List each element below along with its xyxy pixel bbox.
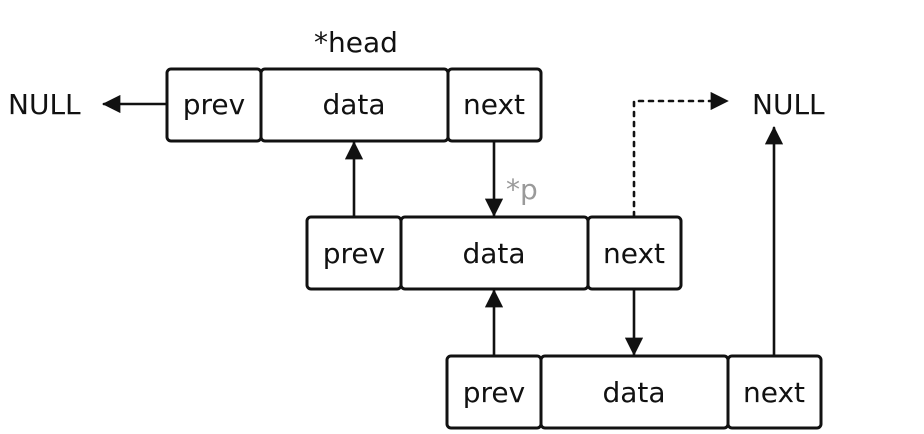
node-3-next-label: next — [743, 376, 805, 409]
head-pointer-label: *head — [314, 26, 398, 59]
node-2-next-label: next — [603, 237, 665, 270]
node-3-prev-label: prev — [463, 376, 525, 409]
node-1-data-label: data — [322, 88, 385, 121]
node-3: prev data next — [445, 354, 823, 430]
node-1-next-label: next — [463, 88, 525, 121]
node-2-data-label: data — [462, 237, 525, 270]
node-1-prev-label: prev — [183, 88, 245, 121]
node-3-data-label: data — [602, 376, 665, 409]
node-2-prev-label: prev — [323, 237, 385, 270]
node-2-next-old-null-dashed-arrow — [632, 91, 729, 218]
p-pointer-label: *p — [506, 173, 538, 206]
node-1: prev data next — [165, 67, 543, 143]
node-2: prev data next — [305, 215, 683, 291]
null-left-label: NULL — [8, 88, 81, 121]
null-right-label: NULL — [752, 88, 825, 121]
